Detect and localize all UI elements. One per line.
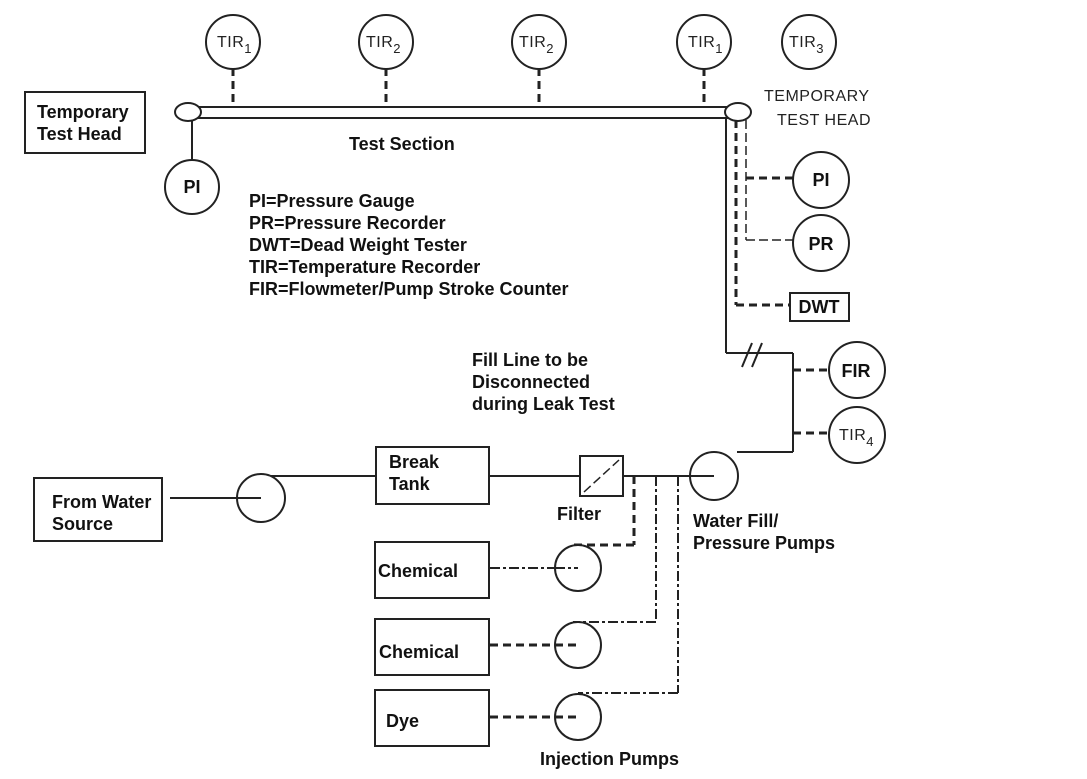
fill-line-note-2: Disconnected bbox=[472, 372, 590, 392]
tir2-b-instrument: TIR2 bbox=[511, 14, 567, 70]
tir2-a-instrument: TIR2 bbox=[358, 14, 414, 70]
legend-item: DWT=Dead Weight Tester bbox=[249, 235, 467, 255]
tir2-b-label: TIR2 bbox=[519, 34, 554, 56]
pi-left-label: PI bbox=[183, 177, 200, 197]
tir4-label: TIR4 bbox=[839, 427, 874, 449]
filter bbox=[579, 455, 624, 497]
break-tank-box: Break Tank bbox=[375, 446, 490, 505]
dye-tank: Dye bbox=[374, 689, 490, 747]
fir-instrument: FIR bbox=[828, 341, 886, 399]
break-tank-text-2: Tank bbox=[389, 474, 431, 494]
from-water-source-box: From Water Source bbox=[33, 477, 163, 542]
legend-item: FIR=Flowmeter/Pump Stroke Counter bbox=[249, 279, 569, 299]
chemical-tank-2: Chemical bbox=[374, 618, 490, 676]
water-fill-label-2: Pressure Pumps bbox=[693, 533, 835, 553]
water-fill-label-1: Water Fill/ bbox=[693, 511, 778, 531]
legend-item: PI=Pressure Gauge bbox=[249, 191, 415, 211]
fill-line-note-3: during Leak Test bbox=[472, 394, 615, 414]
temporary-test-head-right-text-2: TEST HEAD bbox=[777, 112, 871, 129]
temporary-test-head-left-box: Temporary Test Head bbox=[24, 91, 146, 154]
test-section-pipe bbox=[174, 102, 752, 122]
fill-line-note: Fill Line to be Disconnected during Leak… bbox=[472, 350, 615, 414]
chemical-tank-1-label: Chemical bbox=[378, 561, 458, 581]
tir4-instrument: TIR4 bbox=[828, 406, 886, 464]
right-instrument-leads bbox=[734, 120, 828, 435]
tir2-a-label: TIR2 bbox=[366, 34, 401, 56]
temporary-test-head-left-text-2: Test Head bbox=[37, 124, 122, 144]
tir1-right-label: TIR1 bbox=[688, 34, 723, 56]
pi-right-instrument: PI bbox=[792, 151, 850, 209]
pr-label: PR bbox=[808, 234, 833, 254]
from-water-source-text-1: From Water bbox=[52, 492, 151, 512]
pi-left-instrument: PI bbox=[164, 159, 220, 215]
temporary-test-head-right-text-1: TEMPORARY bbox=[764, 88, 870, 105]
pi-right-label: PI bbox=[812, 170, 829, 190]
tir3-instrument: TIR3 bbox=[781, 14, 837, 70]
chemical-tank-1: Chemical bbox=[374, 541, 490, 599]
from-water-source-text-2: Source bbox=[52, 514, 113, 534]
test-section-label: Test Section bbox=[349, 134, 455, 154]
fir-label: FIR bbox=[842, 361, 871, 381]
injection-pumps-label: Injection Pumps bbox=[540, 749, 679, 769]
fill-line-note-1: Fill Line to be bbox=[472, 350, 588, 370]
dye-tank-label: Dye bbox=[386, 711, 419, 731]
fill-line bbox=[725, 118, 794, 453]
tir3-label: TIR3 bbox=[789, 34, 824, 56]
chemical-tank-2-label: Chemical bbox=[379, 642, 459, 662]
tir1-left-instrument: TIR1 bbox=[205, 14, 261, 70]
tir-leads bbox=[231, 68, 706, 105]
filter-label: Filter bbox=[557, 504, 601, 524]
dwt-label: DWT bbox=[799, 297, 840, 317]
legend: PI=Pressure Gauge PR=Pressure Recorder D… bbox=[249, 191, 569, 299]
temporary-test-head-left-text-1: Temporary bbox=[37, 102, 129, 122]
pr-instrument: PR bbox=[792, 214, 850, 272]
tir1-left-label: TIR1 bbox=[217, 34, 252, 56]
legend-item: TIR=Temperature Recorder bbox=[249, 257, 480, 277]
break-tank-text-1: Break bbox=[389, 452, 440, 472]
legend-item: PR=Pressure Recorder bbox=[249, 213, 446, 233]
dwt-instrument: DWT bbox=[789, 292, 850, 322]
tir1-right-instrument: TIR1 bbox=[676, 14, 732, 70]
